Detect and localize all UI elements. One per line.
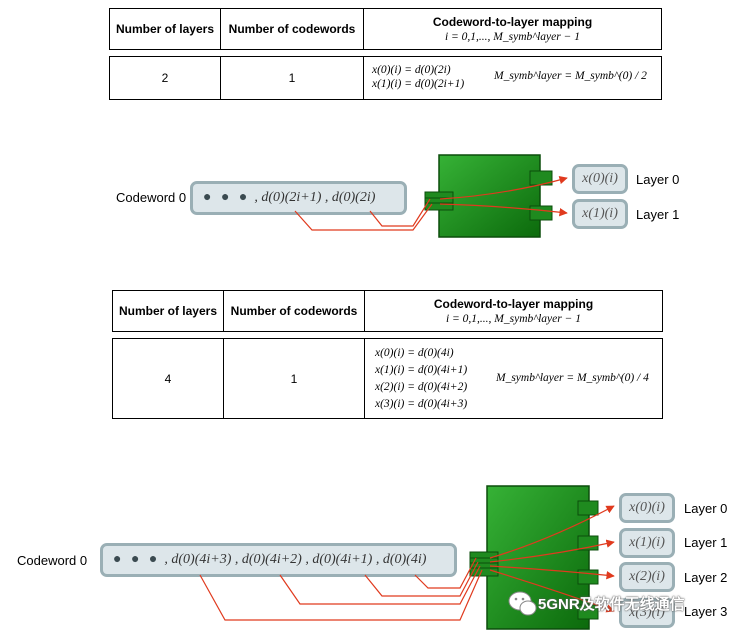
header-number-of-layers: Number of layers bbox=[112, 290, 224, 332]
codeword-label: Codeword 0 bbox=[116, 190, 187, 205]
layer-output-1: x(1)(i) bbox=[619, 528, 675, 558]
formula-layer-1: x(1)(i) = d(0)(2i+1) bbox=[372, 78, 465, 90]
cell-layers: 4 bbox=[112, 338, 224, 419]
formula-layer-2: x(2)(i) = d(0)(4i+2) bbox=[375, 381, 468, 393]
cell-codewords: 1 bbox=[220, 56, 364, 100]
layer-label-0: Layer 0 bbox=[684, 501, 728, 516]
header-codeword-to-layer-mapping: Codeword-to-layer mapping i = 0,1,..., M… bbox=[363, 8, 662, 50]
layer-label-1: Layer 1 bbox=[684, 535, 728, 550]
layer-mapper-block bbox=[469, 485, 599, 630]
mapping-title: Codeword-to-layer mapping bbox=[433, 297, 594, 311]
formula-block: x(0)(i) = d(0)(2i) x(1)(i) = d(0)(2i+1) bbox=[372, 63, 464, 91]
codeword-symbols: , d(0)(4i+3) , d(0)(4i+2) , d(0)(4i+1) ,… bbox=[164, 552, 427, 567]
mapper-output-port-2 bbox=[577, 569, 599, 585]
layer-output-0: x(0)(i) bbox=[619, 493, 675, 523]
diagram1-connectors bbox=[294, 175, 568, 231]
codeword-symbol-stream: ● ● ● , d(0)(2i+1) , d(0)(2i) bbox=[190, 181, 407, 215]
header-number-of-codewords: Number of codewords bbox=[220, 8, 364, 50]
layer-output-1: x(1)(i) bbox=[572, 199, 628, 229]
mapper-input-port bbox=[469, 551, 499, 577]
mapping-table-4-layers-row: 4 1 bbox=[112, 338, 663, 419]
mapper-output-port-1 bbox=[529, 205, 553, 221]
mapping-table-2-layers: Number of layers Number of codewords Cod… bbox=[109, 8, 662, 50]
symbol-ratio-formula: M_symb^layer = M_symb^(0) / 2 bbox=[494, 70, 647, 82]
codeword-symbols: , d(0)(2i+1) , d(0)(2i) bbox=[254, 190, 376, 205]
cell-codewords: 1 bbox=[223, 338, 365, 419]
layer-output-3: x(3)(i) bbox=[619, 598, 675, 628]
header-number-of-layers: Number of layers bbox=[109, 8, 221, 50]
formula-layer-0: x(0)(i) = d(0)(2i) bbox=[372, 64, 451, 76]
cell-layers: 2 bbox=[109, 56, 221, 100]
mapping-index-range: i = 0,1,..., M_symb^layer − 1 bbox=[444, 31, 581, 43]
layer-label-0: Layer 0 bbox=[636, 172, 680, 187]
cell-mapping-formulas bbox=[363, 56, 662, 100]
formula-layer-0: x(0)(i) = d(0)(4i) bbox=[375, 347, 454, 359]
codeword-label: Codeword 0 bbox=[17, 553, 88, 568]
mapping-title: Codeword-to-layer mapping bbox=[432, 15, 593, 29]
diagram2-connectors bbox=[199, 505, 615, 621]
wechat-icon bbox=[508, 591, 537, 616]
watermark-text: 5GNR及软件无线通信 bbox=[538, 596, 685, 613]
ellipsis-dots: ● ● ● bbox=[113, 552, 161, 567]
formula-block: x(0)(i) = d(0)(4i) x(1)(i) = d(0)(4i+1) … bbox=[375, 345, 467, 413]
header-codeword-to-layer-mapping: Codeword-to-layer mapping i = 0,1,..., M… bbox=[364, 290, 663, 332]
layer-label-3: Layer 3 bbox=[684, 604, 728, 619]
formula-layer-3: x(3)(i) = d(0)(4i+3) bbox=[375, 398, 468, 410]
formula-layer-1: x(1)(i) = d(0)(4i+1) bbox=[375, 364, 468, 376]
layer-output-0: x(0)(i) bbox=[572, 164, 628, 194]
mapper-input-port bbox=[424, 191, 454, 211]
mapper-output-port-0 bbox=[577, 500, 599, 516]
layer-label-2: Layer 2 bbox=[684, 570, 728, 585]
header-number-of-codewords: Number of codewords bbox=[223, 290, 365, 332]
mapping-table-4-layers: Number of layers Number of codewords Cod… bbox=[112, 290, 663, 332]
codeword-symbol-stream: ● ● ● , d(0)(4i+3) , d(0)(4i+2) , d(0)(4… bbox=[100, 543, 457, 577]
cell-mapping-formulas bbox=[364, 338, 663, 419]
layer-output-2: x(2)(i) bbox=[619, 562, 675, 592]
mapper-output-port-3 bbox=[577, 604, 599, 620]
mapping-table-2-layers-row: 2 1 bbox=[109, 56, 662, 100]
symbol-ratio-formula: M_symb^layer = M_symb^(0) / 4 bbox=[496, 372, 649, 384]
layer-label-1: Layer 1 bbox=[636, 207, 680, 222]
mapping-index-range: i = 0,1,..., M_symb^layer − 1 bbox=[445, 313, 582, 325]
layer-mapper-block bbox=[424, 154, 553, 238]
ellipsis-dots: ● ● ● bbox=[203, 190, 251, 205]
